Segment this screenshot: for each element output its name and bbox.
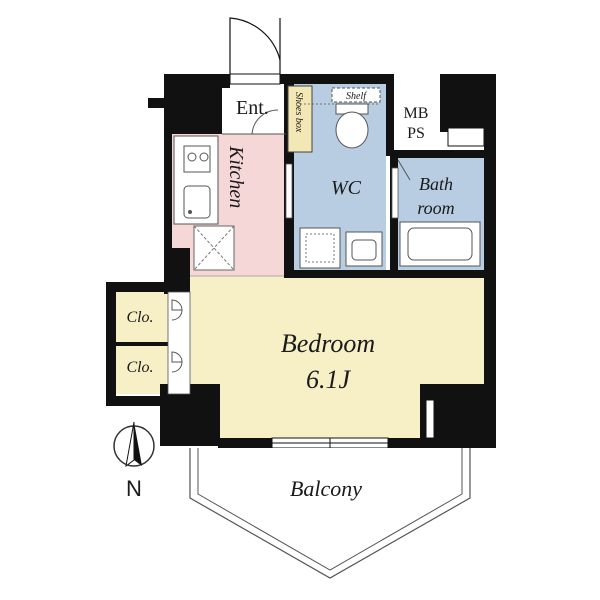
entrance-label: Ent. xyxy=(236,97,269,119)
balcony-label: Balcony xyxy=(290,476,362,501)
wc-label: WC xyxy=(331,177,362,199)
closet-doors[interactable] xyxy=(167,291,191,395)
bedroom-label: Bedroom xyxy=(281,329,375,358)
sink-icon xyxy=(183,185,211,219)
compass-north-label: N xyxy=(126,476,142,501)
balcony[interactable] xyxy=(189,448,471,579)
closet-upper-label: Clo. xyxy=(126,309,153,326)
bathtub-icon xyxy=(399,221,481,267)
kitchen-label: Kitchen xyxy=(225,145,247,208)
bath-label-line2: room xyxy=(417,198,454,218)
compass: N xyxy=(113,421,155,501)
closet-upper-floor[interactable] xyxy=(116,292,168,342)
bedroom-size-label: 6.1J xyxy=(306,365,352,394)
kitchen-counter xyxy=(173,135,219,225)
stove-icon xyxy=(183,145,211,173)
washing-machine-icon xyxy=(299,227,341,269)
shelf xyxy=(331,87,381,103)
wc-fixtures xyxy=(285,87,383,269)
shoes-box[interactable] xyxy=(287,85,313,153)
shoes-box-label: Shoes box xyxy=(293,92,304,133)
closet-lower-label: Clo. xyxy=(126,359,153,376)
ps-label: PS xyxy=(407,125,425,142)
bath-fixtures xyxy=(391,159,481,267)
kitchen-floor-drain xyxy=(193,225,235,271)
mb-label: MB xyxy=(404,105,429,122)
washbasin-icon xyxy=(345,231,383,267)
closet-lower-floor[interactable] xyxy=(116,344,168,394)
bath-label-line1: Bath xyxy=(419,174,453,194)
entrance-door[interactable] xyxy=(229,17,281,85)
toilet-bowl-icon xyxy=(335,111,369,149)
shelf-label: Shelf xyxy=(346,91,367,102)
mb-ps-space xyxy=(394,84,440,150)
